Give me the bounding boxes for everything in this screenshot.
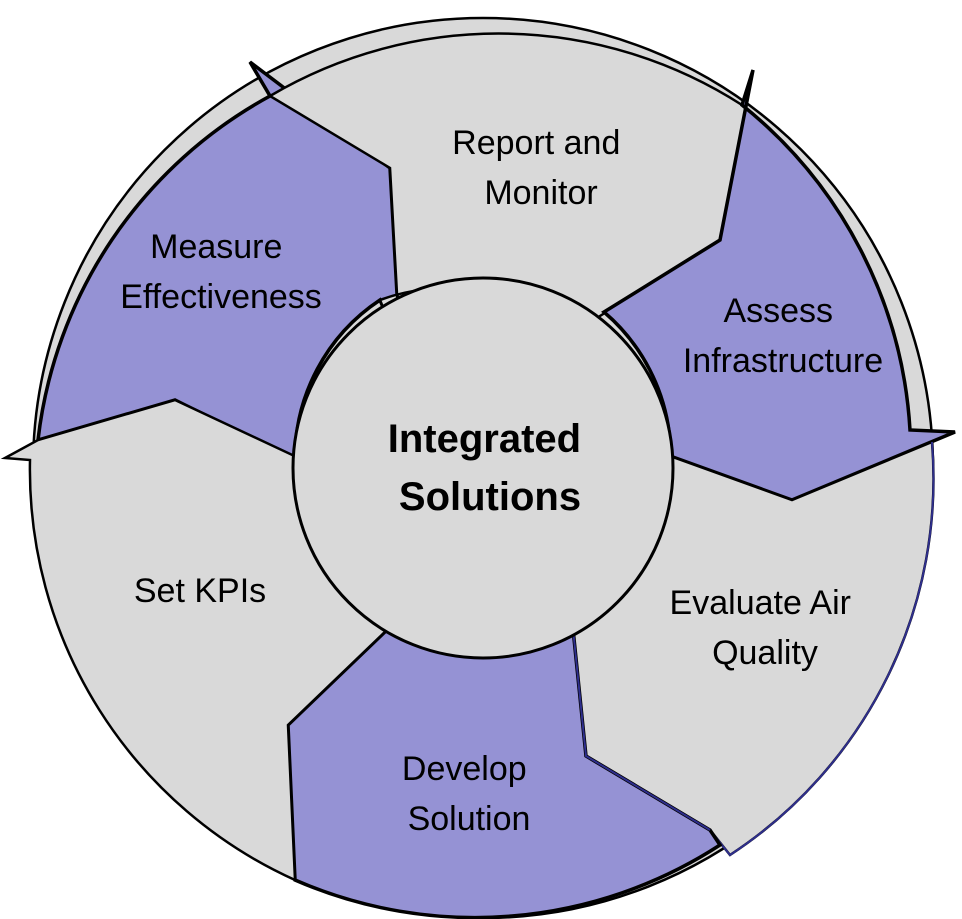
step-label-report-monitor-line1: Report and (452, 124, 620, 162)
segment-measure-effectiveness (35, 60, 402, 463)
step-label-assess-infrastructure: Assess Infrastructure (683, 292, 883, 380)
step-label-evaluate-air-quality-line1: Evaluate Air (670, 584, 851, 622)
step-label-develop-solution-line2: Solution (408, 800, 531, 838)
segment-develop-outline (567, 579, 711, 831)
step-label-evaluate-air-quality: Evaluate Air Quality (670, 584, 861, 672)
center-label-line2: Solutions (399, 475, 581, 519)
center-circle (291, 276, 675, 660)
step-label-set-kpis: Set KPIs (134, 572, 266, 610)
step-label-measure-effectiveness-line1: Measure (150, 228, 282, 266)
step-label-assess-infrastructure-line1: Assess (723, 292, 833, 330)
step-label-report-monitor-line2: Monitor (484, 174, 597, 212)
step-label-develop-solution: Develop Solution (402, 750, 536, 838)
center-label: Integrated Solutions (388, 417, 592, 519)
center-label-line1: Integrated (388, 417, 581, 461)
step-label-assess-infrastructure-line2: Infrastructure (683, 342, 883, 380)
step-label-evaluate-air-quality-line2: Quality (712, 634, 818, 672)
step-label-develop-solution-line1: Develop (402, 750, 527, 788)
step-label-measure-effectiveness-line2: Effectiveness (120, 278, 322, 316)
step-label-measure-effectiveness: Measure Effectiveness (120, 228, 322, 316)
segment-assess-infrastructure (601, 69, 956, 502)
segment-evaluate-outline (567, 441, 935, 857)
step-label-set-kpis-line1: Set KPIs (134, 572, 266, 610)
step-label-report-monitor: Report and Monitor (452, 124, 630, 212)
